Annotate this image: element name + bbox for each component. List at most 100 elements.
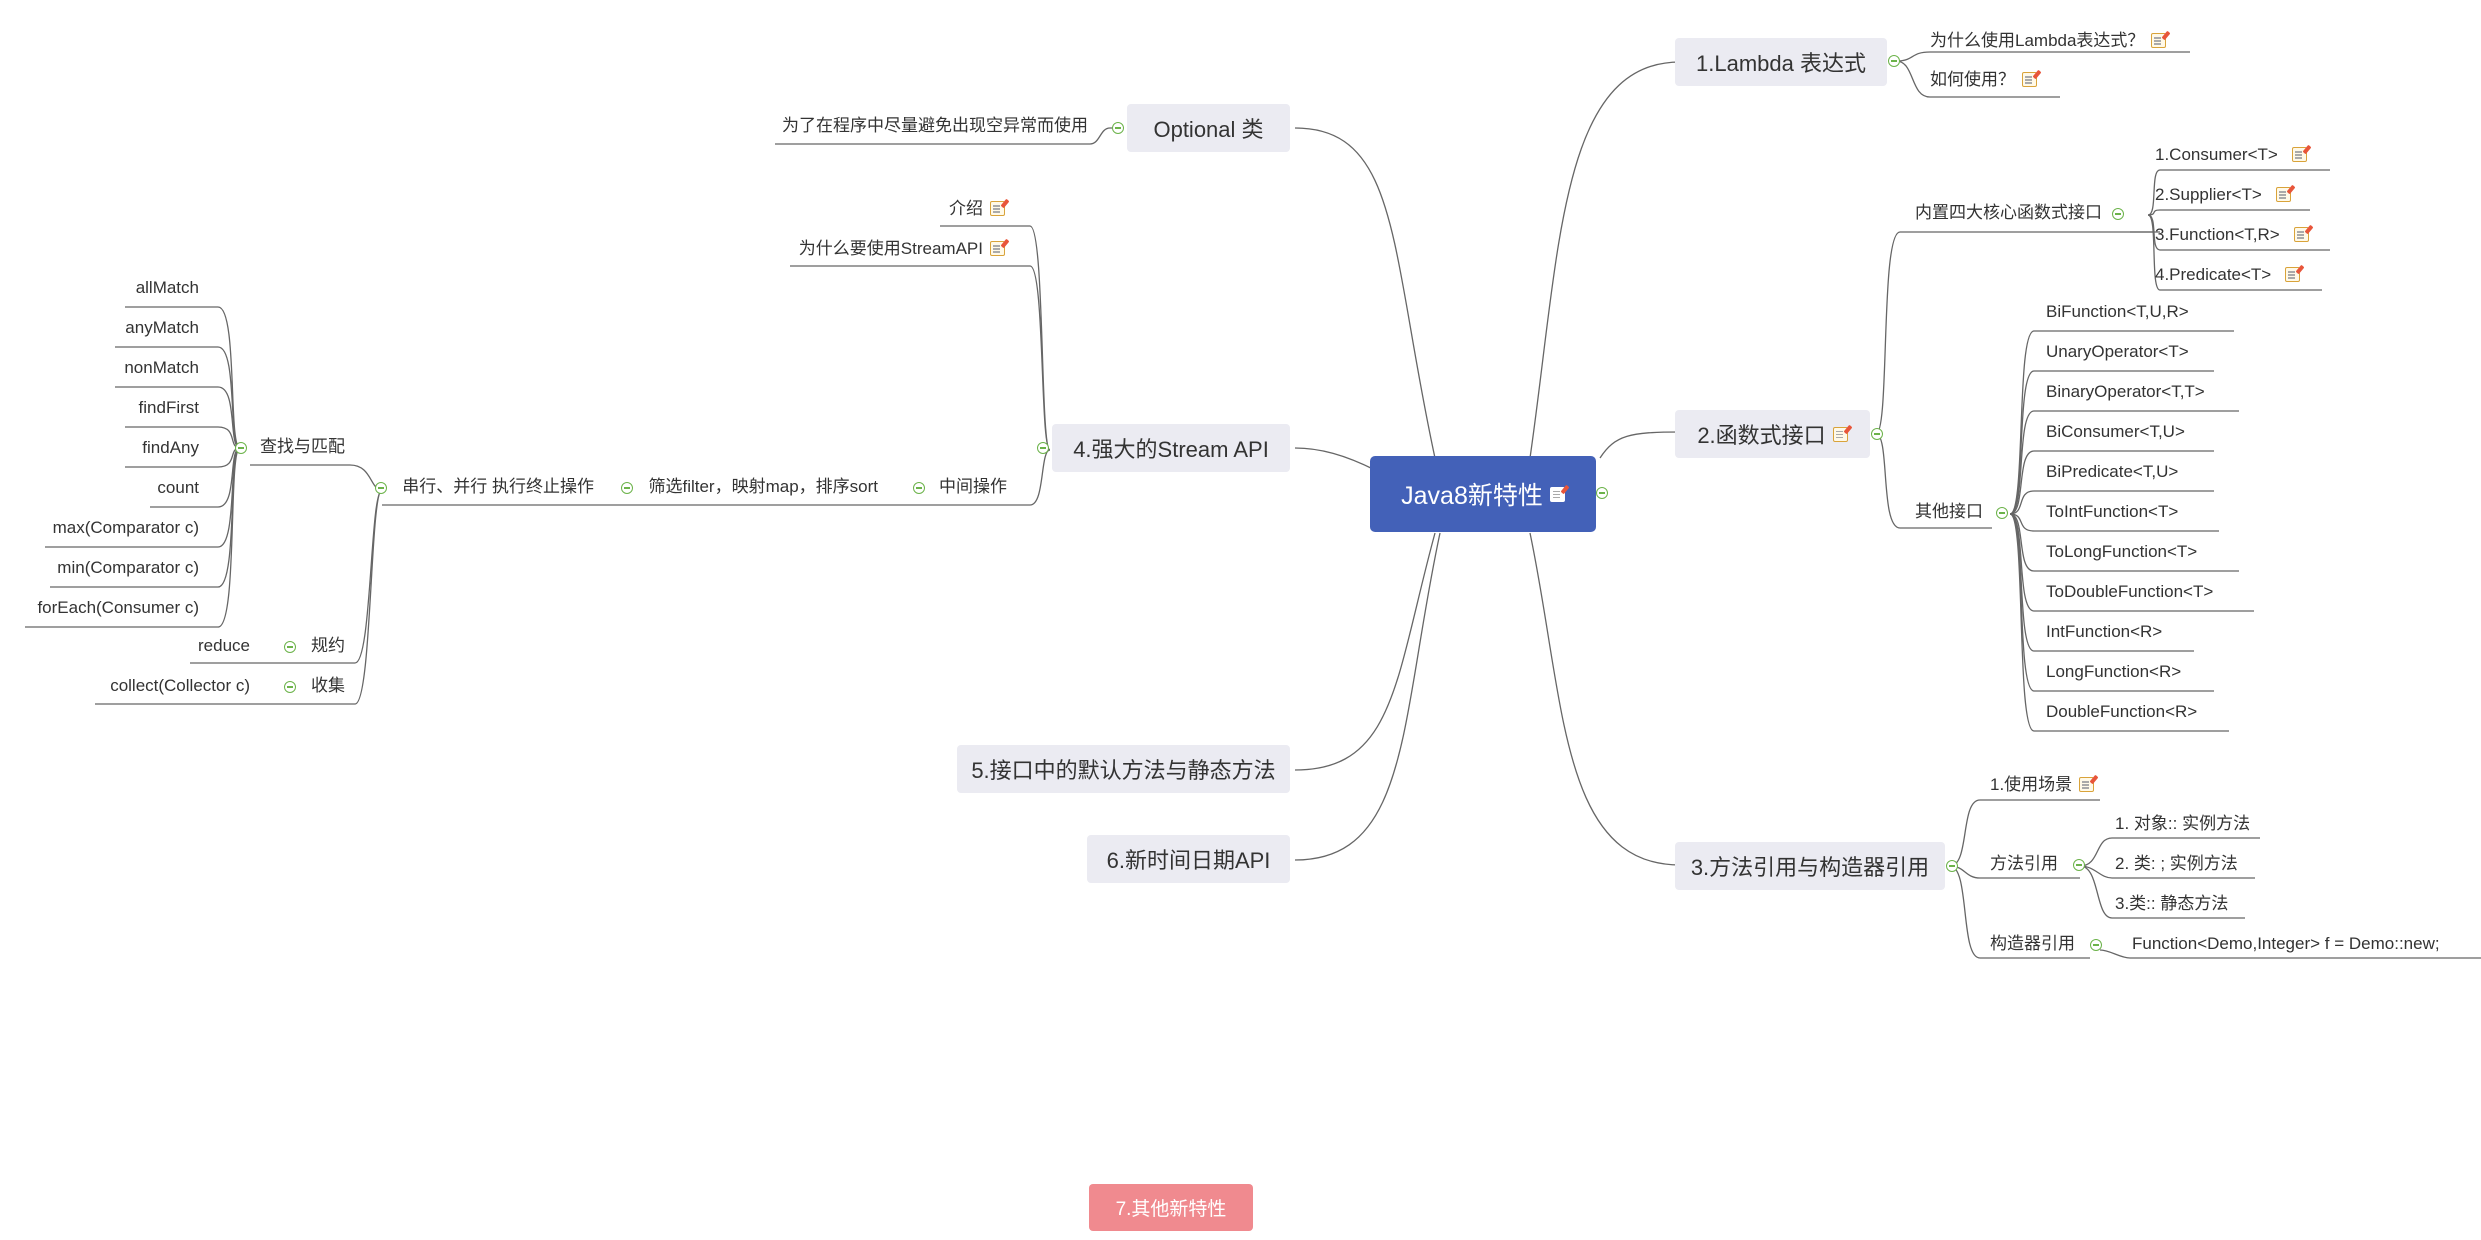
note-icon[interactable] [2275, 187, 2291, 202]
topic-lambda[interactable]: 1.Lambda 表达式 [1675, 38, 1887, 86]
collapse-icon[interactable] [1871, 428, 1883, 440]
topic-functional[interactable]: 2.函数式接口 [1675, 410, 1870, 458]
topic-functional-label: 2.函数式接口 [1697, 423, 1826, 448]
topic-stream-label: 4.强大的Stream API [1073, 437, 1269, 462]
collapse-icon[interactable] [235, 442, 247, 454]
connector-line [2009, 410, 2239, 515]
connector-line [2009, 513, 2239, 572]
note-icon[interactable] [2293, 227, 2309, 242]
lambda-why[interactable]: 为什么使用Lambda表达式？ [1930, 31, 2167, 51]
method-ref-item[interactable]: 3.类:: 静态方法 [2115, 894, 2229, 913]
functional-core-item[interactable]: 1.Consumer<T> [2155, 145, 2307, 165]
functional-core-group[interactable]: 内置四大核心函数式接口 [1915, 203, 2102, 222]
functional-other-item[interactable]: DoubleFunction<R> [2046, 702, 2198, 721]
central-topic-label: Java8新特性 [1401, 482, 1543, 510]
connector-line [2009, 450, 2214, 515]
stream-intro[interactable]: 介绍 [949, 199, 1005, 219]
method-ref-item[interactable]: 2. 类: ; 实例方法 [2115, 854, 2238, 873]
stream-reduce-item[interactable]: reduce [198, 636, 250, 655]
topic-lambda-label: 1.Lambda 表达式 [1696, 51, 1866, 76]
method-ref-group[interactable]: 方法引用 [1990, 854, 2058, 873]
stream-find-item[interactable]: allMatch [135, 278, 199, 297]
collapse-icon[interactable] [1888, 55, 1900, 67]
optional-desc[interactable]: 为了在程序中尽量避免出现空异常而使用 [782, 116, 1088, 135]
collapse-icon[interactable] [375, 482, 387, 494]
collapse-icon[interactable] [2112, 208, 2124, 220]
stream-why[interactable]: 为什么要使用StreamAPI [799, 239, 1005, 259]
note-icon[interactable] [990, 241, 1005, 256]
collapse-icon[interactable] [1596, 487, 1608, 499]
stream-find-item[interactable]: findFirst [138, 398, 199, 417]
functional-other-item[interactable]: BinaryOperator<T,T> [2046, 382, 2205, 401]
topic-optional[interactable]: Optional 类 [1127, 104, 1290, 152]
collapse-icon[interactable] [1996, 507, 2008, 519]
topic-default-method[interactable]: 5.接口中的默认方法与静态方法 [957, 745, 1290, 793]
topic-other-label: 7.其他新特性 [1115, 1199, 1227, 1220]
functional-other-item[interactable]: ToLongFunction<T> [2046, 542, 2198, 561]
central-topic[interactable]: Java8新特性 [1370, 456, 1596, 532]
topic-optional-label: Optional 类 [1153, 117, 1264, 142]
stream-find-item[interactable]: max(Comparator c) [52, 518, 199, 537]
topic-method-ref[interactable]: 3.方法引用与构造器引用 [1675, 842, 1945, 890]
functional-other-item[interactable]: LongFunction<R> [2046, 662, 2182, 681]
stream-find-item[interactable]: anyMatch [125, 318, 199, 337]
collapse-icon[interactable] [1946, 860, 1958, 872]
method-ref-scene[interactable]: 1.使用场景 [1990, 775, 2095, 795]
collapse-icon[interactable] [1037, 442, 1049, 454]
functional-core-item[interactable]: 2.Supplier<T> [2155, 185, 2291, 205]
stream-collect-item[interactable]: collect(Collector c) [110, 676, 250, 695]
stream-find-item[interactable]: count [157, 478, 199, 497]
functional-other-item[interactable]: IntFunction<R> [2046, 622, 2163, 641]
collapse-icon[interactable] [1112, 122, 1124, 134]
stream-filter[interactable]: 筛选filter，映射map，排序sort [648, 477, 878, 496]
functional-other-item[interactable]: UnaryOperator<T> [2046, 342, 2189, 361]
functional-core-item[interactable]: 4.Predicate<T> [2155, 265, 2301, 285]
note-icon[interactable] [1832, 426, 1848, 442]
stream-collect-group[interactable]: 收集 [311, 676, 345, 695]
stream-find-group[interactable]: 查找与匹配 [260, 437, 345, 456]
functional-other-item[interactable]: ToIntFunction<T> [2046, 502, 2179, 521]
connector-line [25, 447, 241, 628]
functional-other-group[interactable]: 其他接口 [1915, 502, 1983, 521]
functional-core-item[interactable]: 3.Function<T,R> [2155, 225, 2309, 245]
collapse-icon[interactable] [2073, 859, 2085, 871]
ctor-ref-group[interactable]: 构造器引用 [1990, 934, 2075, 953]
functional-other-item[interactable]: BiFunction<T,U,R> [2046, 302, 2189, 321]
functional-other-item[interactable]: BiConsumer<T,U> [2046, 422, 2185, 441]
collapse-icon[interactable] [284, 681, 296, 693]
stream-find-item[interactable]: forEach(Consumer c) [37, 598, 199, 617]
connector-line [2009, 370, 2214, 515]
note-icon[interactable] [2285, 267, 2301, 282]
stream-find-item[interactable]: nonMatch [124, 358, 199, 377]
stream-find-item[interactable]: findAny [142, 438, 199, 457]
note-icon[interactable] [2022, 72, 2037, 87]
stream-find-item[interactable]: min(Comparator c) [57, 558, 199, 577]
ctor-ref-item[interactable]: Function<Demo,Integer> f = Demo::new; [2132, 934, 2440, 953]
stream-terminal[interactable]: 串行、并行 执行终止操作 [402, 477, 594, 496]
topic-stream[interactable]: 4.强大的Stream API [1052, 424, 1290, 472]
topic-default-method-label: 5.接口中的默认方法与静态方法 [971, 758, 1276, 783]
functional-other-item[interactable]: ToDoubleFunction<T> [2046, 582, 2214, 601]
note-icon[interactable] [2291, 147, 2307, 162]
stream-reduce-group[interactable]: 规约 [311, 636, 345, 655]
note-icon[interactable] [990, 201, 1005, 216]
topic-datetime-label: 6.新时间日期API [1106, 848, 1271, 873]
collapse-icon[interactable] [284, 641, 296, 653]
collapse-icon[interactable] [621, 482, 633, 494]
topic-other[interactable]: 7.其他新特性 [1089, 1184, 1253, 1231]
note-icon[interactable] [2151, 33, 2167, 48]
lambda-how[interactable]: 如何使用？ [1930, 70, 2037, 90]
topic-datetime[interactable]: 6.新时间日期API [1087, 835, 1290, 883]
collapse-icon[interactable] [913, 482, 925, 494]
note-icon[interactable] [1549, 486, 1565, 502]
functional-other-item[interactable]: BiPredicate<T,U> [2046, 462, 2179, 481]
connector-line [2009, 513, 2219, 532]
stream-mid[interactable]: 中间操作 [939, 477, 1007, 496]
collapse-icon[interactable] [2090, 939, 2102, 951]
method-ref-item[interactable]: 1. 对象:: 实例方法 [2115, 814, 2251, 833]
connector-line [2009, 513, 2229, 732]
connector-line [2009, 490, 2214, 515]
topic-method-ref-label: 3.方法引用与构造器引用 [1690, 855, 1930, 880]
note-icon[interactable] [2079, 777, 2095, 792]
